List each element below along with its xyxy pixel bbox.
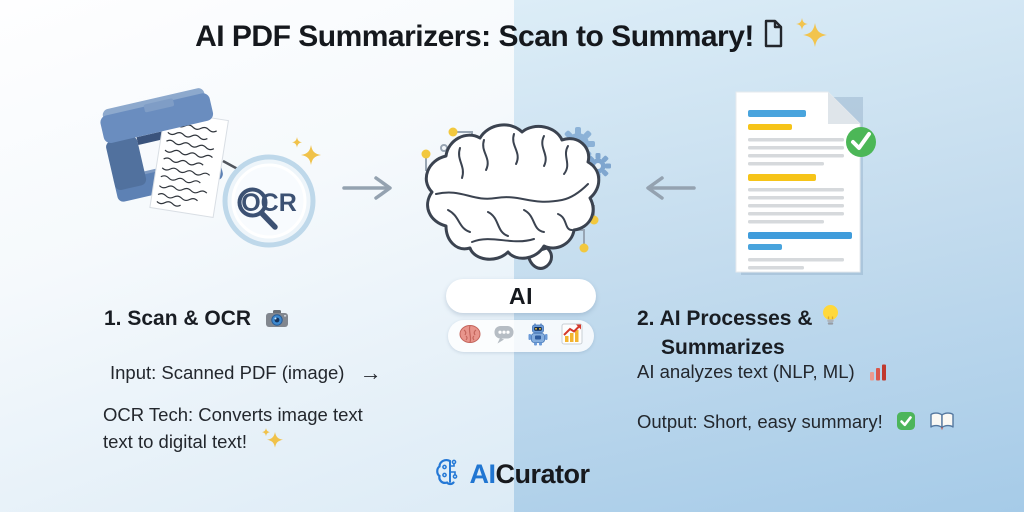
chart-up-icon <box>560 322 584 351</box>
flow-arrow-left-icon <box>642 176 698 205</box>
folded-corner <box>828 92 860 124</box>
logo-text-ai: AI <box>469 459 496 489</box>
scanner-illustration <box>95 85 285 240</box>
logo-text-curator: Curator <box>495 459 590 489</box>
brain-icon <box>458 322 482 351</box>
step2-heading: 2. AI Processes & Summarizes <box>637 304 840 360</box>
document-text-lines <box>748 110 852 270</box>
ai-chip-label: AI <box>509 282 533 309</box>
background-left-half <box>0 0 515 512</box>
step2-line2-text: Output: Short, easy summary! <box>637 411 883 432</box>
check-button-icon <box>896 411 916 436</box>
bar-chart-icon <box>868 363 888 386</box>
lightbulb-icon <box>821 304 840 333</box>
green-check-icon <box>846 127 876 157</box>
step1-line2a-text: OCR Tech: Converts image text <box>103 404 363 425</box>
magnifier-lens-icon <box>237 187 268 218</box>
brain-folds <box>435 133 589 243</box>
brain-outline <box>424 123 601 270</box>
brain-circuit-icon <box>434 458 464 491</box>
ocr-badge: OCR <box>221 153 317 254</box>
step1-line1-text: Input: Scanned PDF (image) <box>110 362 345 383</box>
scanner-top <box>100 88 214 144</box>
title-text: AI PDF Summarizers: Scan to Summary! <box>195 19 754 53</box>
ai-chip: AI <box>446 279 596 313</box>
sparkle-icon <box>286 134 326 179</box>
step1-line2: OCR Tech: Converts image text text to di… <box>103 402 363 457</box>
speech-bubble-icon <box>492 322 516 351</box>
step2-heading-line2-text: Summarizes <box>661 336 785 359</box>
step2-line1: AI analyzes text (NLP, ML) <box>637 361 888 386</box>
page-title: AI PDF Summarizers: Scan to Summary! <box>0 16 1024 57</box>
summary-document-illustration <box>728 84 880 287</box>
step1-line1: Input: Scanned PDF (image) → <box>110 360 382 386</box>
step2-heading-line1-text: 2. AI Processes & <box>637 306 813 330</box>
ocr-label: OCR <box>241 189 297 217</box>
magnifier-handle <box>258 210 278 230</box>
step1-heading-text: 1. Scan & OCR <box>104 307 252 330</box>
robot-icon <box>526 322 550 351</box>
step1-line2b-text: text to digital text! <box>103 431 247 452</box>
sparkles-icon <box>260 427 284 457</box>
footer-logo: AICurator <box>0 458 1024 491</box>
open-book-icon <box>929 411 955 436</box>
step2-line1-text: AI analyzes text (NLP, ML) <box>637 361 855 382</box>
document-page-icon <box>762 19 785 54</box>
ai-capabilities-strip <box>448 320 594 352</box>
flow-arrow-right-icon <box>340 176 396 205</box>
ai-brain-illustration <box>412 118 617 281</box>
camera-icon <box>265 309 289 334</box>
sparkles-icon <box>793 16 829 57</box>
step2-line2: Output: Short, easy summary! <box>637 411 955 436</box>
step1-heading: 1. Scan & OCR <box>104 307 289 334</box>
right-arrow-glyph: → <box>359 360 382 385</box>
